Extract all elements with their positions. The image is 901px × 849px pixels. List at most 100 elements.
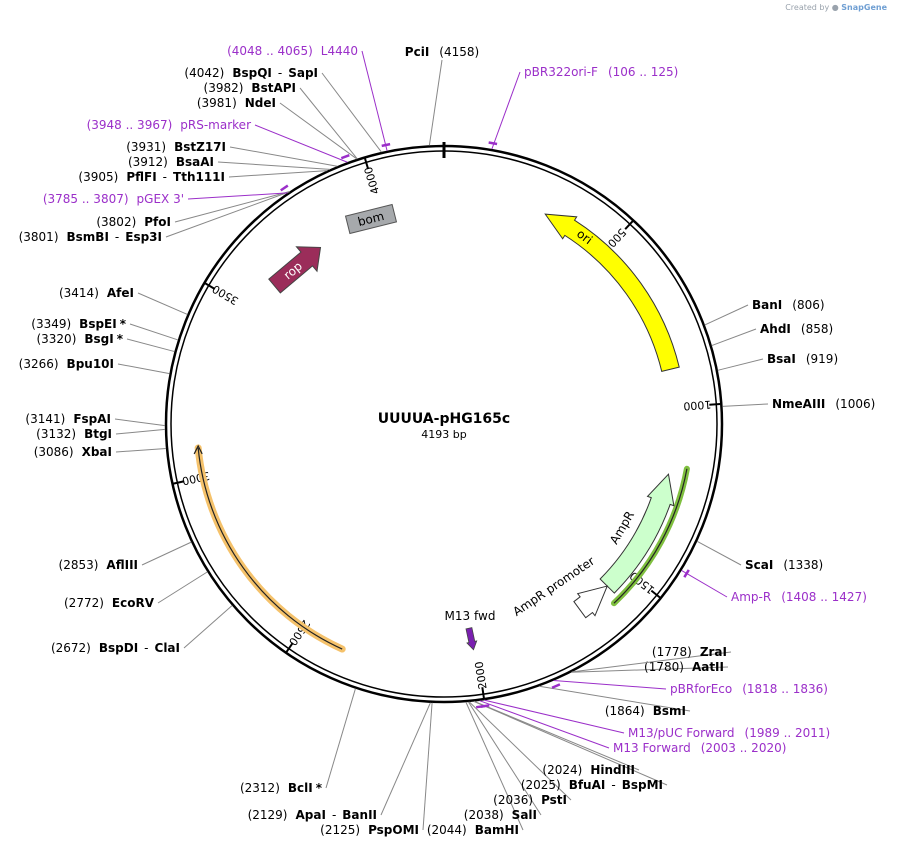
enzyme-label[interactable]: (2125)PspOMI xyxy=(320,823,419,837)
enzyme-leader-line xyxy=(141,541,192,566)
enzyme-label[interactable]: (3931)BstZ17I xyxy=(126,140,226,154)
position-text: (2672) xyxy=(51,641,91,655)
enzyme-leader-line xyxy=(468,701,572,801)
primer-label[interactable]: M13/pUC Forward(1989 .. 2011) xyxy=(628,726,830,740)
enzyme-label[interactable]: ScaI(1338) xyxy=(745,558,823,572)
enzyme-leader-line xyxy=(115,428,166,435)
enzyme-label[interactable]: AhdI(858) xyxy=(760,322,833,336)
primer-text: (3785 .. 3807) xyxy=(43,192,129,206)
position-text: (3981) xyxy=(197,96,237,110)
enzyme-label[interactable]: (3132)BtgI xyxy=(36,427,112,441)
enzyme-name: * xyxy=(117,332,124,346)
enzyme-label[interactable]: (3905)PflFI-Tth111I xyxy=(78,170,225,184)
enzyme-leader-line xyxy=(129,323,179,341)
rop-arrow-icon xyxy=(268,246,322,294)
position-text: (3141) xyxy=(25,412,65,426)
enzyme-leader-line xyxy=(114,418,166,427)
position-text: (2036) xyxy=(493,793,533,807)
feature-ampr[interactable] xyxy=(599,473,675,594)
scale-tick-label: 1000 xyxy=(683,398,712,413)
enzyme-name: HindIII xyxy=(590,763,635,777)
enzyme-label[interactable]: (2024)HindIII xyxy=(542,763,635,777)
primer-text: pBR322ori-F xyxy=(524,65,598,79)
enzyme-leader-line xyxy=(217,161,330,170)
enzyme-name: Bpu10I xyxy=(67,357,114,371)
enzyme-label[interactable]: (3349)BspEI* xyxy=(31,317,126,331)
enzyme-label[interactable]: (2044)BamHI xyxy=(427,823,519,837)
enzyme-name: NdeI xyxy=(245,96,276,110)
plasmid-name: UUUUA-pHG165c xyxy=(378,411,510,427)
enzyme-label[interactable]: (3414)AfeI xyxy=(59,286,134,300)
enzyme-label[interactable]: BsaI(919) xyxy=(767,352,838,366)
enzyme-leader-line xyxy=(279,102,358,160)
primer-label[interactable]: (4048 .. 4065)L4440 xyxy=(227,44,358,58)
enzyme-leader-line xyxy=(696,540,742,566)
position-text: (2025) xyxy=(521,778,561,792)
position-text: (1778) xyxy=(652,645,692,659)
enzyme-label[interactable]: (1864)BsmI xyxy=(605,704,686,718)
enzyme-label[interactable]: (2129)ApaI-BanII xyxy=(248,808,377,822)
scale-tick xyxy=(173,480,185,485)
feature-ampr-promoter[interactable] xyxy=(573,585,609,619)
enzyme-label[interactable]: (3802)PfoI xyxy=(96,215,171,229)
enzyme-label[interactable]: (3086)XbaI xyxy=(34,445,112,459)
enzyme-name: AhdI xyxy=(760,322,791,336)
feature-bom-label: bom xyxy=(356,209,385,229)
position-text: (3320) xyxy=(36,332,76,346)
enzyme-name: BanII xyxy=(342,808,377,822)
primer-site-mark xyxy=(280,184,289,192)
feature-m13-fwd[interactable] xyxy=(464,627,478,651)
enzyme-label[interactable]: (3266)Bpu10I xyxy=(19,357,114,371)
enzyme-label[interactable]: NmeAIII(1006) xyxy=(772,397,875,411)
enzyme-label[interactable]: (1778)ZraI xyxy=(652,645,727,659)
enzyme-label[interactable]: (2772)EcoRV xyxy=(64,596,155,610)
enzyme-label[interactable]: (1780)AatII xyxy=(644,660,724,674)
primer-label[interactable]: pBR322ori-F (106 .. 125) xyxy=(524,65,678,79)
feature-ori[interactable] xyxy=(544,213,680,372)
feature-bom[interactable]: bom xyxy=(344,203,398,235)
primer-text: (106 .. 125) xyxy=(608,65,678,79)
primer-label[interactable]: M13 Forward(2003 .. 2020) xyxy=(613,741,786,755)
enzyme-label[interactable]: (3141)FspAI xyxy=(25,412,111,426)
enzyme-label[interactable]: (2038)SalI xyxy=(464,808,537,822)
enzyme-label[interactable]: (2853)AflIII xyxy=(59,558,138,572)
primer-label[interactable]: (3785 .. 3807)pGEX 3' xyxy=(43,192,184,206)
label-layer: PciI(4158)(4042)BspQI-SapI(3982)BstAPI(3… xyxy=(19,44,876,837)
enzyme-label[interactable]: (2312)BclI* xyxy=(240,781,323,795)
enzyme-label[interactable]: (3320)BsgI* xyxy=(36,332,123,346)
primer-leader-line xyxy=(681,570,728,598)
enzyme-name: * xyxy=(316,781,323,795)
enzyme-leader-line xyxy=(717,358,764,371)
enzyme-label[interactable]: (2036) PstI xyxy=(493,793,567,807)
primer-label[interactable]: pBRforEco(1818 .. 1836) xyxy=(670,682,828,696)
primer-label[interactable]: Amp-R(1408 .. 1427) xyxy=(731,590,867,604)
enzyme-label[interactable]: (4042)BspQI-SapI xyxy=(184,66,318,80)
primer-site-mark xyxy=(476,704,485,709)
enzyme-name: BamHI xyxy=(475,823,519,837)
green-feature-line xyxy=(613,468,688,604)
enzyme-label[interactable]: (3912)BsaAI xyxy=(128,155,214,169)
primer-text: (1408 .. 1427) xyxy=(781,590,867,604)
primer-text: (1818 .. 1836) xyxy=(742,682,828,696)
enzyme-label[interactable]: BanI(806) xyxy=(752,298,825,312)
orange-feature-line xyxy=(197,447,343,650)
position-text: (2853) xyxy=(59,558,99,572)
enzyme-name: Tth111I xyxy=(173,170,225,184)
enzyme-label[interactable]: (2672)BspDI-ClaI xyxy=(51,641,180,655)
enzyme-label[interactable]: PciI(4158) xyxy=(405,45,479,59)
primer-text: L4440 xyxy=(321,44,358,58)
enzyme-leader-line xyxy=(183,605,233,649)
position-text: (3414) xyxy=(59,286,99,300)
enzyme-name: ScaI xyxy=(745,558,773,572)
enzyme-name: PstI xyxy=(541,793,567,807)
enzyme-leader-line xyxy=(539,685,691,712)
enzyme-label[interactable]: (3982)BstAPI xyxy=(204,81,296,95)
enzyme-leader-line xyxy=(468,701,542,816)
primer-label[interactable]: (3948 .. 3967)pRS-marker xyxy=(87,118,251,132)
feature-rop[interactable]: rop xyxy=(264,235,331,298)
enzyme-label[interactable]: (2025)BfuAI-BspMI xyxy=(521,778,663,792)
enzyme-label[interactable]: (3981) NdeI xyxy=(197,96,276,110)
position-text: (3931) xyxy=(126,140,166,154)
enzyme-label[interactable]: (3801)BsmBI-Esp3I xyxy=(19,230,162,244)
